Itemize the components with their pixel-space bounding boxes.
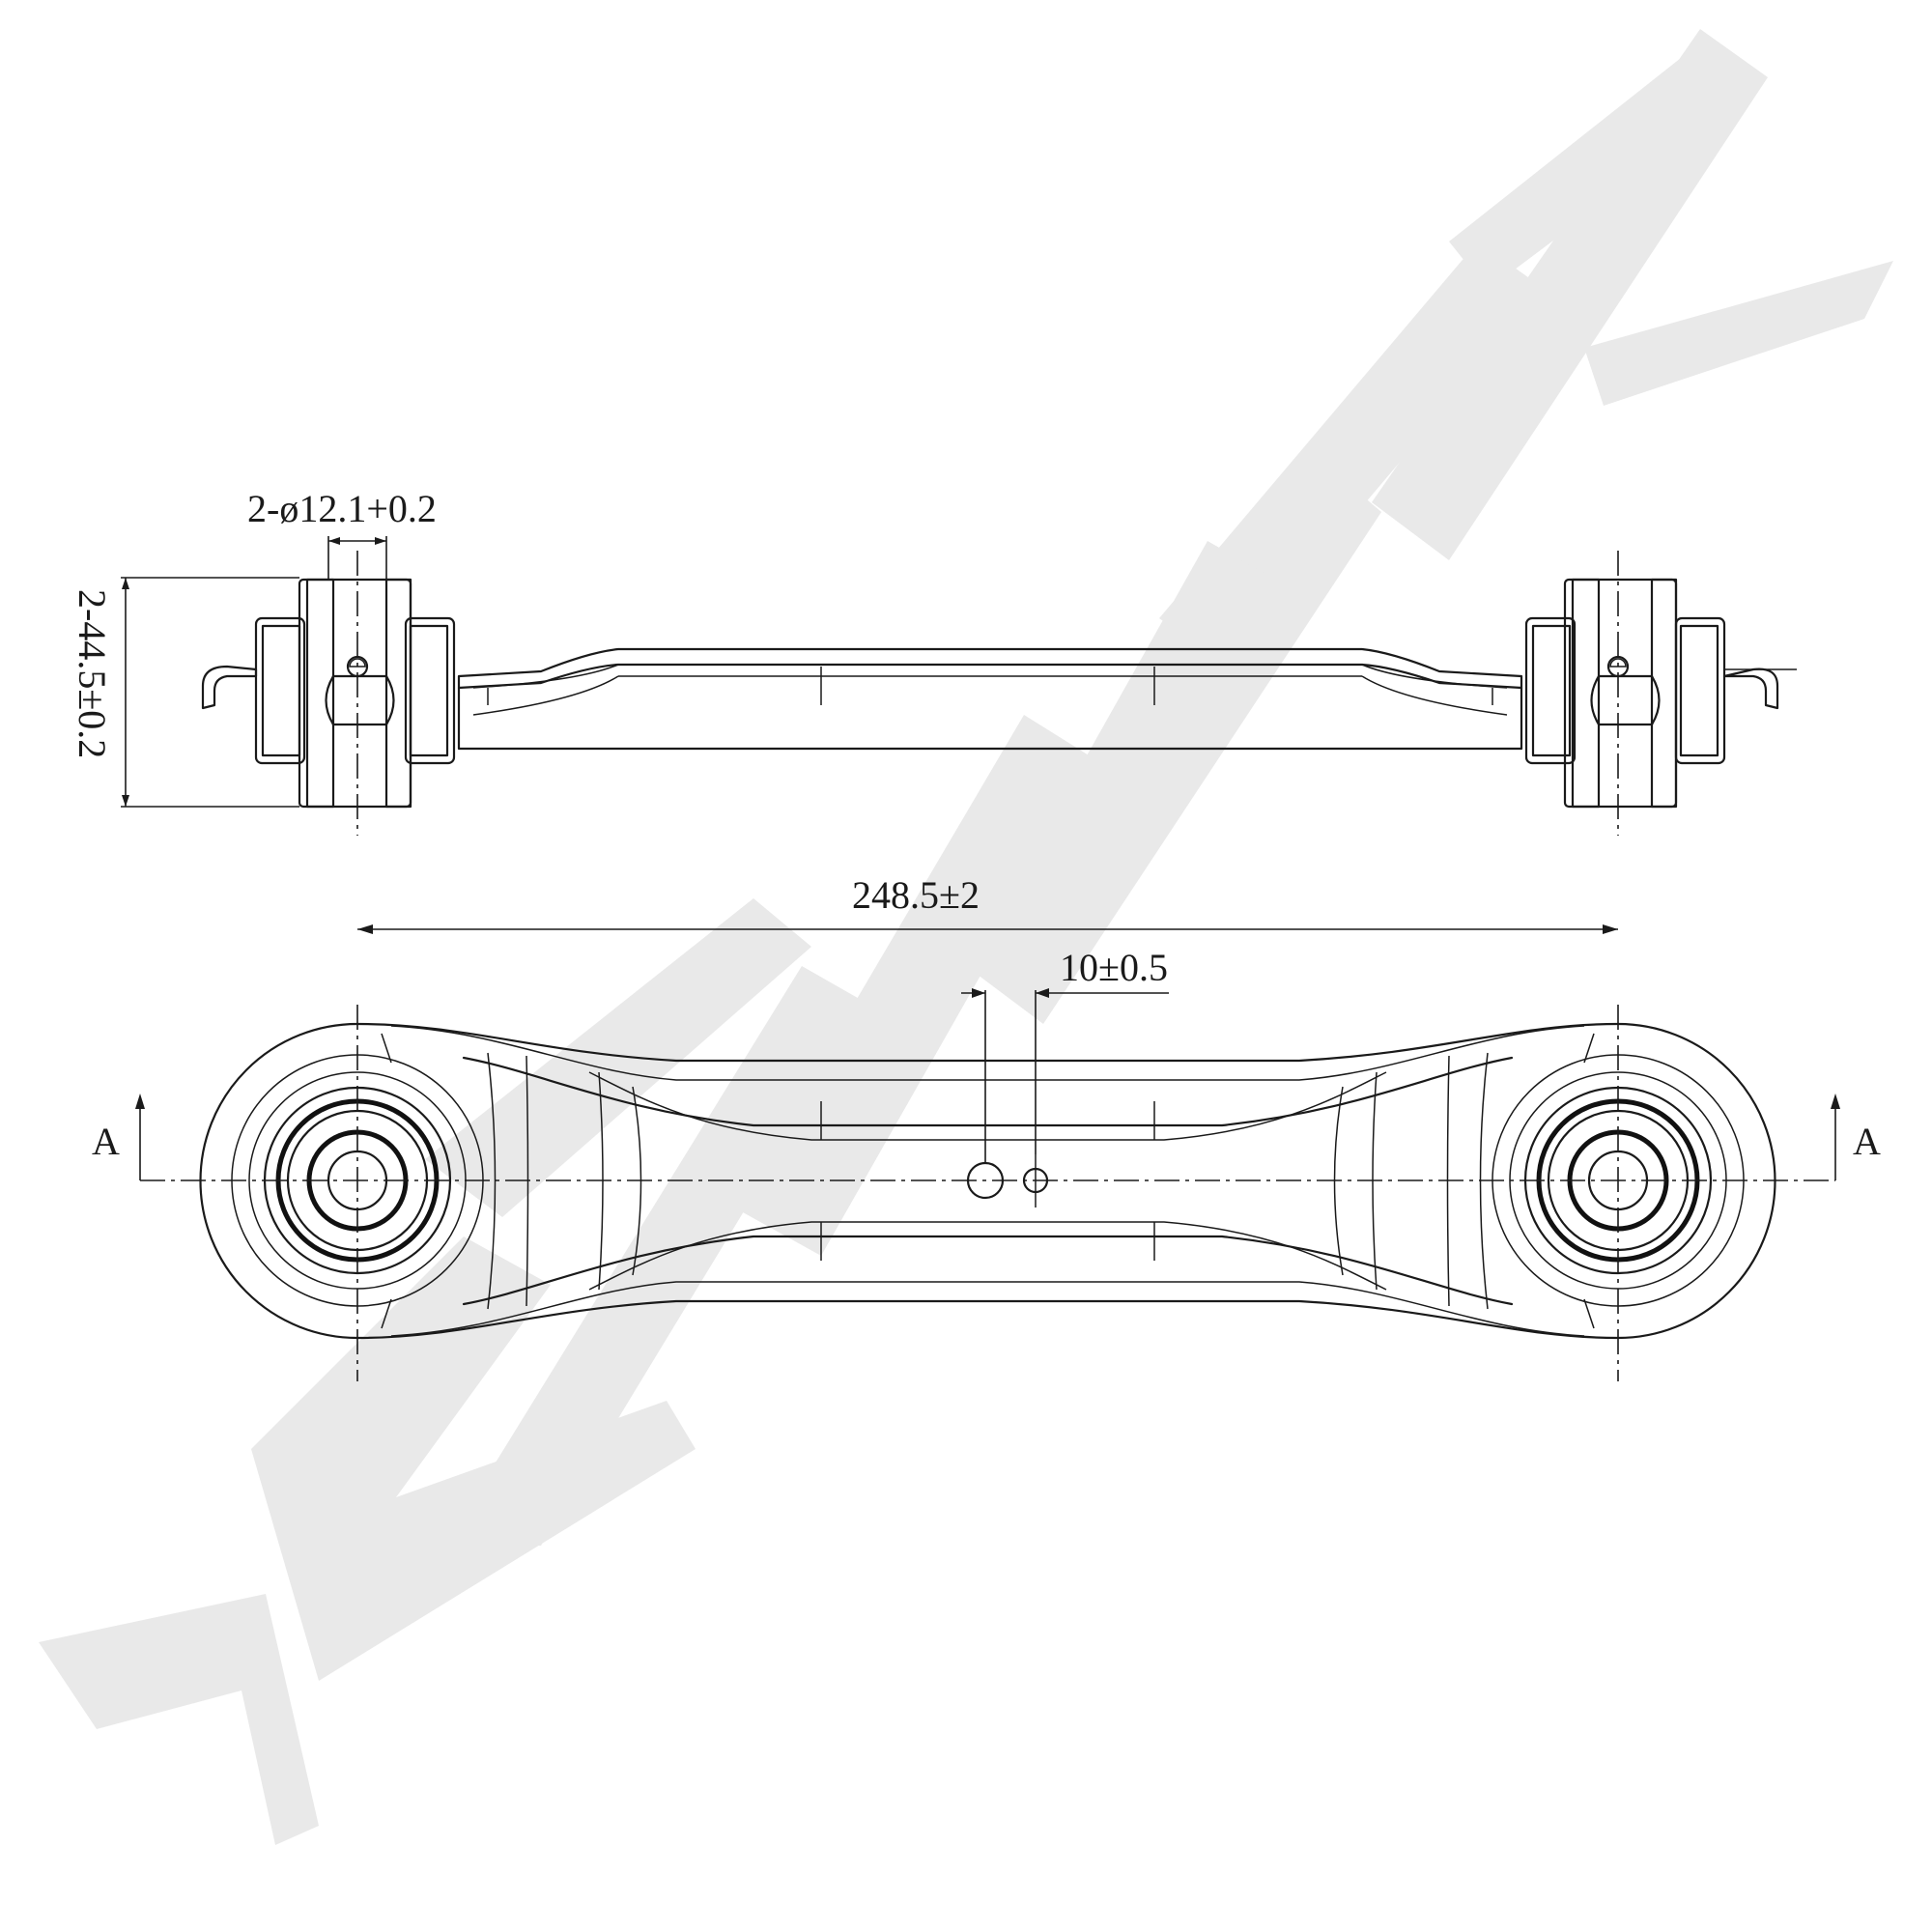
bore-diameter-label: 2-ø12.1+0.2 [247,487,437,530]
left-bushing-section [201,551,456,836]
side-section-view: 2-ø12.1+0.2 2-44.5±0.2 [71,487,1797,836]
bushing-height-dimension [121,577,299,808]
top-plan-view: A A 248.5±2 10±0.5 [92,873,1881,1381]
hole-offset-dimension [961,988,1169,1164]
right-bushing-section [1524,551,1797,836]
arm-bar-section [457,647,1523,690]
section-label-left: A [92,1120,120,1163]
section-marker-left [135,1094,145,1180]
bore-diameter-dimension [327,536,387,580]
section-label-right: A [1853,1120,1881,1163]
hole-offset-label: 10±0.5 [1060,946,1168,989]
bushing-height-label: 2-44.5±0.2 [71,589,114,758]
center-distance-dimension [357,924,1618,934]
watermark-logo [39,29,1893,1845]
center-distance-label: 248.5±2 [852,873,980,917]
section-marker-right [1831,1094,1840,1180]
